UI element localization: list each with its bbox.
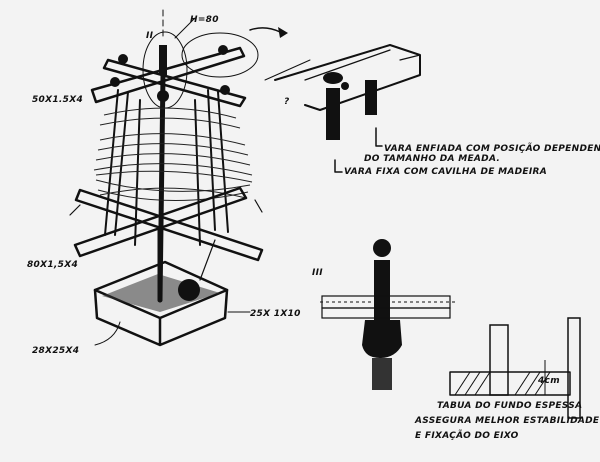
detail-two-note-3: VARA FIXA COM CAVILHA DE MADEIRA [344,167,547,177]
top-arms-dims: 50X1.5X4 [32,95,83,105]
measure-label: 4cm [537,376,560,386]
detail-two-note-1: VARA ENFIADA COM POSIÇÃO DEPENDENTE [384,143,600,154]
height-label: H=80 [190,15,219,25]
box-base-dims: 28X25X4 [32,346,79,356]
detail-two-marker: II [146,31,154,41]
detail-two-sketch [264,44,421,173]
detail-three-marker: III [312,268,323,278]
yarn-swift-sketch [69,9,288,347]
detail-three-note-3: E FIXAÇÃO DO EIXO [415,430,519,441]
detail-three-sketch [320,239,581,419]
bottom-arms-dims: 80X1,5X4 [27,260,78,270]
detail-three-note-2: ASSEGURA MELHOR ESTABILIDADE [414,416,600,426]
detail-two-note-2: DO TAMANHO DA MEADA. [364,154,500,164]
detail-three-note-1: TABUA DO FUNDO ESPESSA [437,401,582,411]
question-mark: ? [284,97,290,107]
box-side-dims: 25X 1X10 [250,309,301,319]
